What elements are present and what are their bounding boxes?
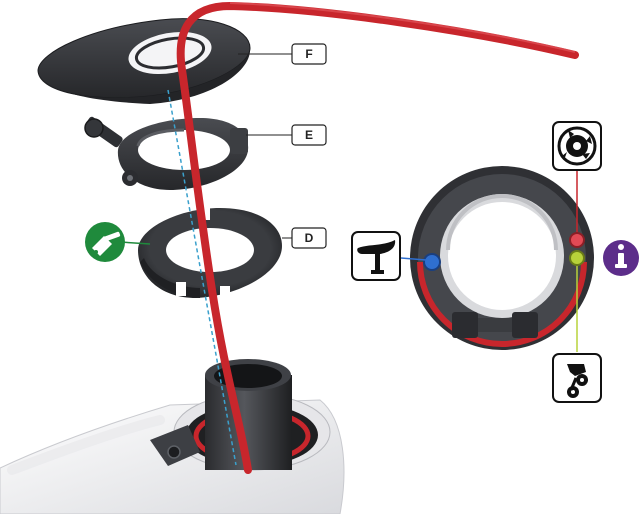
brake-cable	[176, 1, 579, 474]
brake-rotor-icon	[552, 121, 602, 171]
rear-derailleur-icon	[552, 353, 602, 403]
info-icon[interactable]	[603, 240, 639, 276]
clamp-bolt	[84, 116, 138, 186]
compression-ring-part-e	[84, 116, 249, 190]
callout-f: F	[238, 43, 327, 65]
port-detail-view	[410, 166, 594, 350]
callout-e: E	[246, 124, 327, 146]
port-seatpost	[423, 253, 441, 271]
top-cover-part-f	[37, 18, 251, 104]
callout-d: D	[282, 227, 327, 249]
callout-e-label: E	[305, 128, 313, 142]
grease-gun-icon	[85, 222, 151, 262]
saddle-seatpost-icon	[351, 231, 401, 281]
bike-frame	[0, 393, 345, 514]
port-brake	[569, 232, 585, 248]
callout-d-label: D	[305, 231, 314, 245]
port-derailleur	[569, 250, 585, 266]
callout-f-label: F	[305, 47, 312, 61]
alignment-guide-line	[167, 89, 237, 466]
